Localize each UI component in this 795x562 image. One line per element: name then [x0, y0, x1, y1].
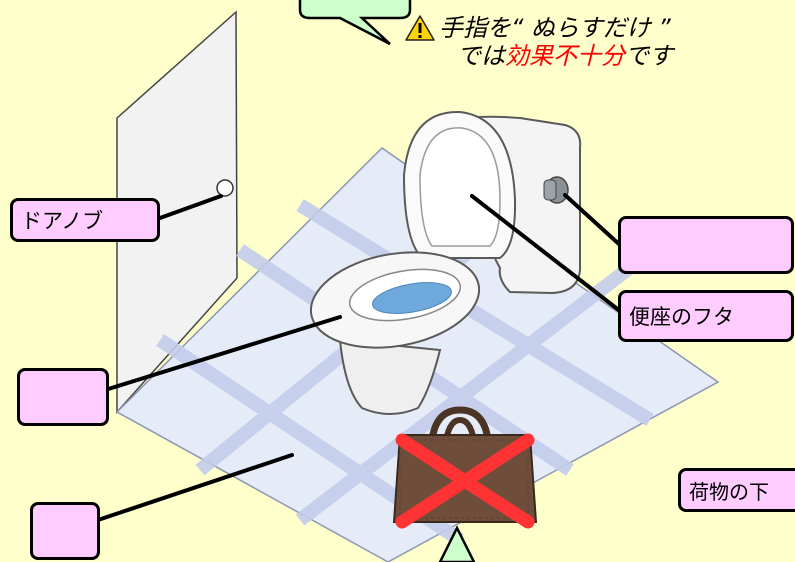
label-seat-lid: 便座のフタ [618, 290, 794, 342]
door-knob [216, 179, 234, 197]
warning-line2: では効果不十分です [457, 42, 673, 70]
bottom-speech-bubble [438, 525, 476, 562]
label-toilet-seat [17, 368, 109, 426]
label-door-knob: ドアノブ [10, 198, 160, 242]
prohibition-cross [395, 433, 535, 529]
label-luggage: 荷物の下 [678, 468, 795, 512]
warning-emphasis: 効果不十分 [505, 42, 625, 70]
leader-lines [96, 193, 622, 522]
label-floor [30, 502, 100, 560]
hand-wash-warning: 手指を“ ぬらすだけ ” では効果不十分です [405, 14, 785, 70]
warning-line1: 手指を“ ぬらすだけ ” [439, 14, 671, 42]
top-speech-bubble [298, 0, 412, 46]
flush-lever [543, 176, 569, 204]
label-flush-lever [618, 216, 794, 274]
warning-triangle-icon [405, 15, 435, 41]
